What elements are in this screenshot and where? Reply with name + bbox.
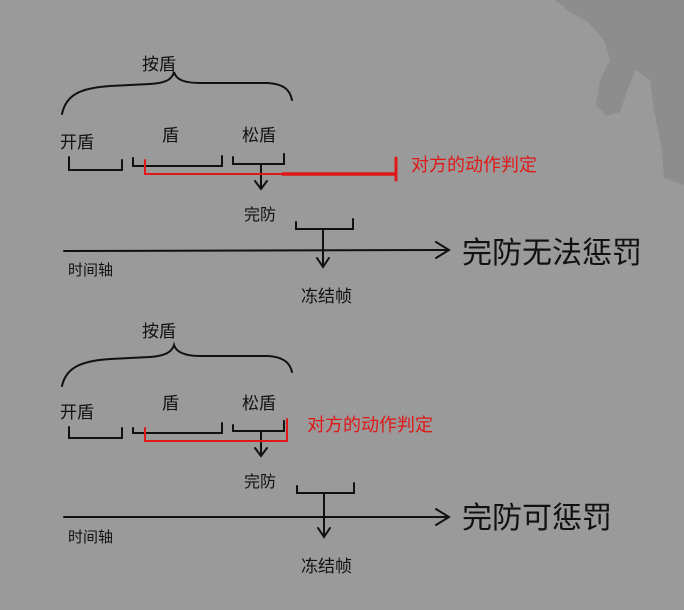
- top-open-shield-label: 开盾: [60, 133, 94, 153]
- bottom-open-bracket: [68, 426, 123, 439]
- top-freeze-arrow-head: [316, 257, 330, 269]
- top-timeline: [63, 249, 447, 252]
- bottom-result-label: 完防可惩罚: [462, 501, 612, 536]
- bottom-release-bracket: [232, 420, 285, 432]
- bottom-perfect-bracket: [296, 482, 355, 494]
- top-hold-shield-label: 按盾: [142, 55, 176, 75]
- top-shield-bracket: [132, 155, 223, 167]
- bottom-release-shield-label: 松盾: [242, 394, 276, 414]
- top-opponent-bar-left: [144, 159, 284, 175]
- top-release-bracket: [232, 153, 285, 165]
- bottom-freeze-arrow-head: [317, 527, 331, 539]
- bottom-release-arrow-head: [254, 447, 268, 458]
- background-silhouette: [555, 0, 684, 185]
- top-timeline-head: [435, 241, 451, 259]
- bottom-opponent-bar: [144, 418, 288, 442]
- bottom-opponent-bar-line: [144, 427, 287, 442]
- bottom-opponent-action-label: 对方的动作判定: [307, 415, 433, 436]
- top-perfect-bracket: [295, 218, 354, 230]
- top-opponent-action-label: 对方的动作判定: [411, 155, 537, 176]
- bottom-freeze-frame-label: 冻结帧: [301, 557, 352, 577]
- top-hold-brace: [61, 71, 293, 115]
- top-open-bracket: [68, 156, 123, 171]
- top-release-arrow-head: [254, 180, 268, 191]
- bottom-perfect-defense-label: 完防: [244, 472, 276, 491]
- top-diagram: [61, 71, 451, 269]
- bottom-shield-bracket: [132, 422, 223, 434]
- bottom-open-shield-label: 开盾: [60, 403, 94, 423]
- top-shield-label: 盾: [162, 126, 179, 146]
- bottom-hold-brace: [61, 341, 293, 387]
- top-perfect-defense-label: 完防: [244, 205, 276, 224]
- top-freeze-frame-label: 冻结帧: [301, 287, 352, 307]
- bottom-shield-label: 盾: [162, 394, 179, 414]
- bottom-diagram: [61, 341, 451, 539]
- bottom-timeline-head: [435, 508, 451, 526]
- top-timeline-label: 时间轴: [68, 261, 113, 279]
- bottom-hold-shield-label: 按盾: [142, 322, 176, 342]
- top-release-shield-label: 松盾: [242, 126, 276, 146]
- top-opponent-bar: [144, 156, 398, 182]
- top-result-label: 完防无法惩罚: [462, 236, 642, 271]
- bottom-timeline-label: 时间轴: [68, 528, 113, 546]
